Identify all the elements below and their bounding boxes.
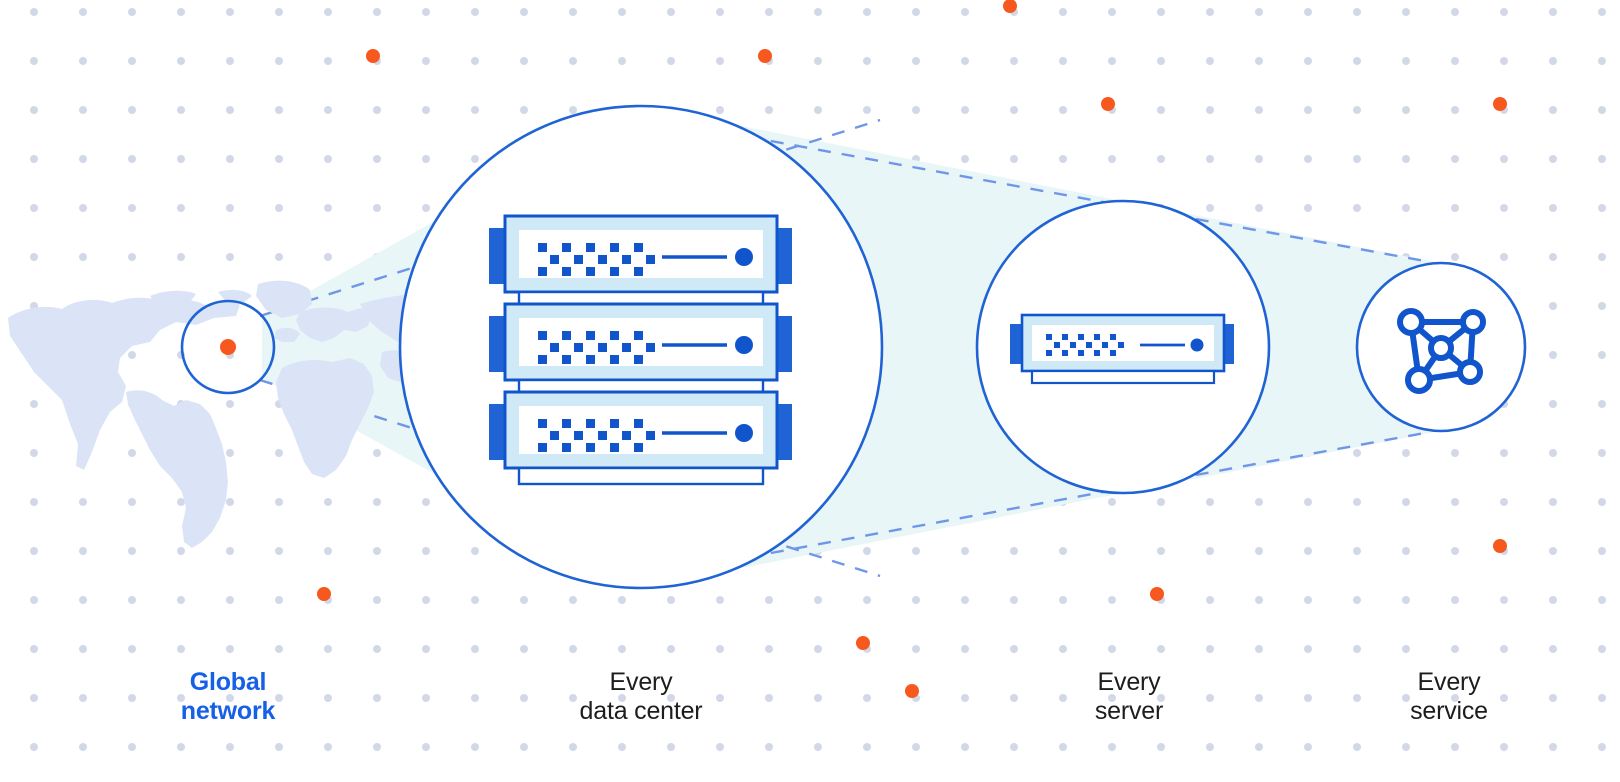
map-highlight[interactable] (180, 299, 276, 395)
label-global-network-line2: network (180, 697, 276, 725)
map-location-dot (220, 339, 236, 355)
label-global-network: Global network (128, 668, 328, 726)
graph-node-4 (1405, 366, 1433, 394)
label-data-center: Every data center (516, 668, 766, 726)
rack-unit-1[interactable] (489, 214, 792, 310)
network-graph-icon[interactable] (1397, 308, 1486, 394)
rack-unit-2-leds (538, 331, 655, 364)
accent-dots (317, 0, 1507, 698)
label-service: Every service (1349, 668, 1549, 726)
rack-unit-1-leds (538, 243, 655, 276)
rack-unit-3-leds (538, 419, 655, 452)
graph-node-3 (1428, 335, 1454, 361)
server-rack (489, 214, 792, 486)
label-server: Every server (1029, 668, 1229, 726)
single-server-leds (1046, 334, 1124, 356)
graph-node-5 (1457, 359, 1483, 385)
label-service-line1: Every (1417, 668, 1481, 696)
graph-node-1 (1397, 308, 1425, 336)
label-service-line2: service (1410, 697, 1488, 725)
rack-unit-2[interactable] (489, 302, 792, 398)
label-data-center-line2: data center (579, 697, 703, 725)
graph-node-2 (1460, 309, 1486, 335)
single-server[interactable] (1010, 313, 1234, 385)
label-server-line2: server (1094, 697, 1164, 725)
label-server-line1: Every (1097, 668, 1161, 696)
label-global-network-line1: Global (189, 668, 267, 696)
rack-unit-3[interactable] (489, 390, 792, 486)
label-data-center-line1: Every (609, 668, 673, 696)
